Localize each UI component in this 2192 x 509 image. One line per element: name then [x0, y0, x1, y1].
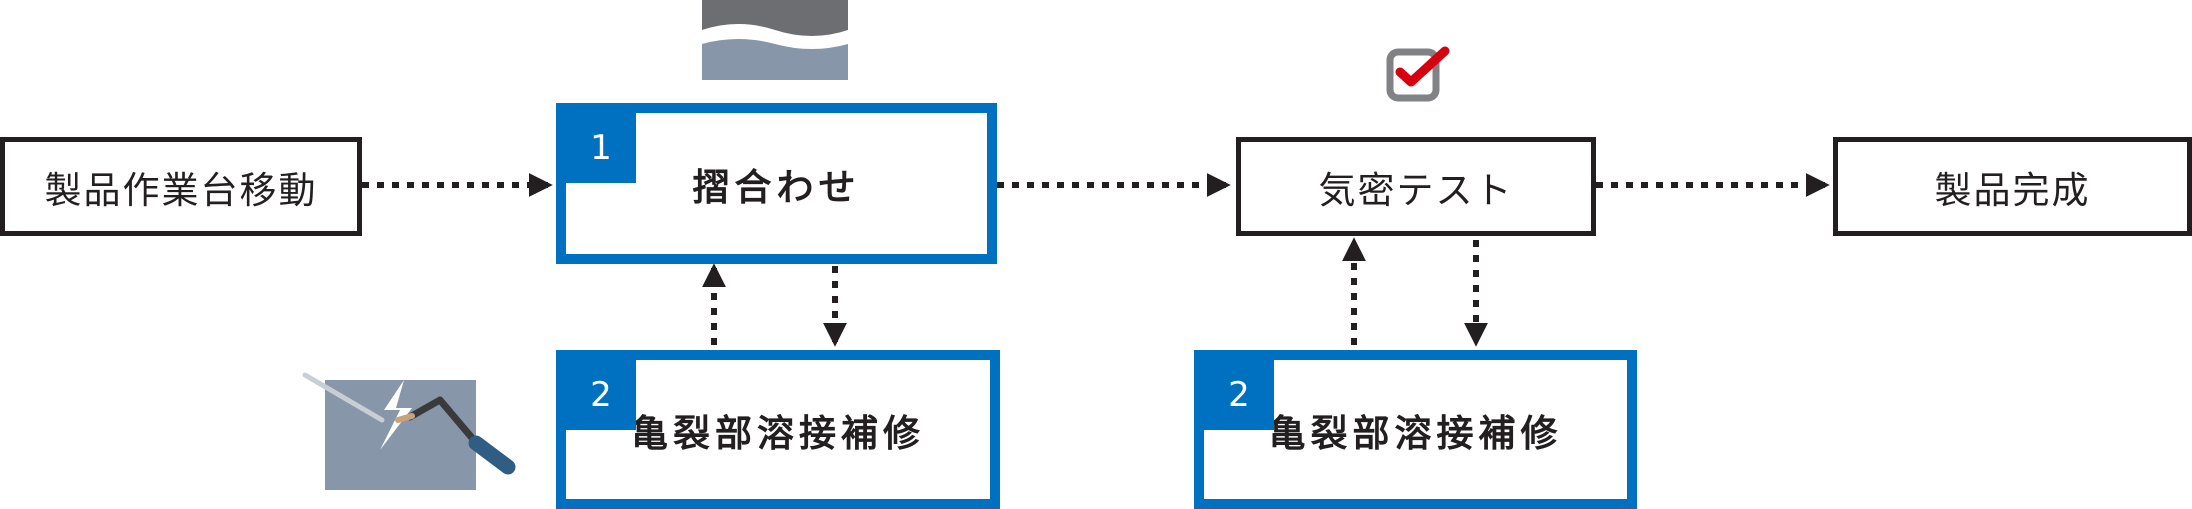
step-crack-weld-repair-a: 2 亀裂部溶接補修 — [556, 350, 1000, 509]
step-number-badge: 2 — [566, 360, 636, 430]
step-crack-weld-repair-b: 2 亀裂部溶接補修 — [1194, 350, 1637, 509]
step-airtight-test-label: 気密テスト — [1318, 168, 1514, 212]
step-airtight-test: 気密テスト — [1236, 137, 1596, 236]
step-crack-weld-repair-b-label: 亀裂部溶接補修 — [1268, 411, 1563, 455]
step-lapping: 1 摺合わせ — [556, 103, 997, 264]
step-product-move: 製品作業台移動 — [0, 137, 362, 236]
step-product-move-label: 製品作業台移動 — [44, 168, 318, 212]
checkbox-checked-icon — [1386, 46, 1450, 102]
step-number-badge: 1 — [566, 113, 636, 183]
step-number-badge: 2 — [1204, 360, 1274, 430]
step-product-complete-label: 製品完成 — [1934, 168, 2091, 212]
step-lapping-label: 摺合わせ — [692, 165, 861, 209]
step-product-complete: 製品完成 — [1833, 137, 2192, 236]
surface-plate-icon — [702, 0, 848, 80]
step-crack-weld-repair-a-label: 亀裂部溶接補修 — [631, 411, 925, 455]
welding-torch-icon — [302, 372, 516, 490]
